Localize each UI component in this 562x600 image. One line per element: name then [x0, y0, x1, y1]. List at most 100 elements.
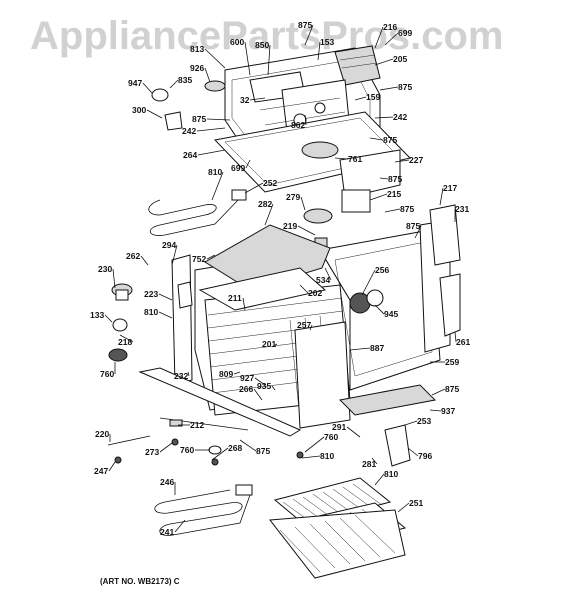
leader-line-935: [271, 385, 276, 391]
callout-217: 217: [443, 183, 457, 193]
callout-875: 875: [298, 20, 312, 30]
callout-945: 945: [384, 309, 398, 319]
callout-253: 253: [417, 416, 431, 426]
leader-line-809: [233, 371, 241, 375]
callout-242: 242: [393, 112, 407, 122]
leader-line-875: [379, 177, 389, 180]
callout-232: 232: [174, 371, 188, 381]
callout-875: 875: [192, 114, 206, 124]
callout-809: 809: [219, 369, 233, 379]
callout-810: 810: [208, 167, 222, 177]
callout-202: 202: [308, 288, 322, 298]
callout-760: 760: [324, 432, 338, 442]
leader-line-810: [211, 171, 224, 201]
leader-line-875: [239, 439, 257, 452]
leader-line-218: [119, 334, 134, 343]
callout-246: 246: [160, 477, 174, 487]
leader-line-133: [104, 314, 113, 323]
rod-253: [107, 435, 151, 446]
callout-223: 223: [144, 289, 158, 299]
callout-256: 256: [375, 265, 389, 275]
callout-294: 294: [162, 240, 176, 250]
callout-252: 252: [263, 178, 277, 188]
leader-line-281: [371, 457, 378, 465]
screw-796: [114, 456, 122, 464]
leader-line-752: [206, 254, 216, 260]
callout-159: 159: [366, 92, 380, 102]
insulation-panel: [198, 267, 327, 311]
leader-line-256: [361, 269, 376, 296]
callout-850: 850: [255, 40, 269, 50]
leader-line-294: [171, 244, 178, 266]
callout-875: 875: [256, 446, 270, 456]
callout-268: 268: [228, 443, 242, 453]
callout-205: 205: [393, 54, 407, 64]
bracket-217: [429, 204, 461, 266]
callout-862: 862: [291, 120, 305, 130]
watermark-logo: AppliancePartsPros.com: [30, 14, 504, 58]
leader-line-262: [140, 255, 149, 266]
leader-line-257: [309, 324, 313, 331]
callout-231: 231: [455, 204, 469, 214]
callout-259: 259: [445, 357, 459, 367]
callout-257: 257: [297, 320, 311, 330]
side-panel-218: [439, 273, 461, 337]
callout-133: 133: [90, 310, 104, 320]
leader-line-862: [304, 114, 307, 126]
leader-line-201: [274, 343, 278, 346]
leader-line-251: [397, 502, 410, 513]
side-bracket: [177, 281, 193, 309]
callout-813: 813: [190, 44, 204, 54]
callout-264: 264: [183, 150, 197, 160]
leader-line-887: [349, 347, 371, 351]
callout-875: 875: [406, 221, 420, 231]
oven-rack-247: [273, 477, 392, 526]
leader-line-760: [304, 436, 325, 453]
leader-line-252: [244, 182, 264, 194]
bottom-panel: [338, 384, 437, 416]
leader-line-926: [204, 67, 211, 83]
callout-215: 215: [387, 189, 401, 199]
callout-761: 761: [348, 154, 362, 164]
callout-291: 291: [332, 422, 346, 432]
leader-line-282: [264, 203, 274, 226]
callout-216: 216: [383, 22, 397, 32]
leader-line-230: [112, 268, 116, 289]
callout-282: 282: [258, 199, 272, 209]
leader-line-850: [267, 44, 271, 76]
leader-line-813: [204, 48, 226, 69]
leader-line-227: [394, 159, 410, 163]
callout-211: 211: [228, 293, 242, 303]
leader-line-232: [187, 371, 190, 377]
leader-line-261: [454, 331, 457, 343]
callout-300: 300: [132, 105, 146, 115]
leader-line-796: [407, 447, 419, 457]
leader-lines: [104, 24, 457, 533]
leader-line-810: [374, 473, 385, 486]
leader-line-279: [300, 196, 306, 211]
leader-line-300: [146, 109, 163, 119]
callout-218: 218: [118, 337, 132, 347]
part-947: [151, 88, 169, 102]
leader-line-32: [249, 97, 266, 101]
callout-699: 699: [231, 163, 245, 173]
callout-261: 261: [456, 337, 470, 347]
callout-220: 220: [95, 429, 109, 439]
callout-219: 219: [283, 221, 297, 231]
callout-251: 251: [409, 498, 423, 508]
leader-line-264: [197, 149, 226, 156]
callout-227: 227: [409, 155, 423, 165]
leader-line-291: [346, 426, 361, 438]
art-number: (ART NO. WB2173) C: [100, 577, 180, 586]
callout-947: 947: [128, 78, 142, 88]
callout-875: 875: [398, 82, 412, 92]
leader-line-875: [384, 208, 401, 213]
leader-line-242: [374, 116, 394, 119]
leader-line-875: [304, 24, 314, 46]
callout-241: 241: [160, 527, 174, 537]
leader-line-202: [299, 284, 309, 294]
leader-line-875: [431, 388, 446, 396]
leader-line-241: [174, 519, 186, 533]
